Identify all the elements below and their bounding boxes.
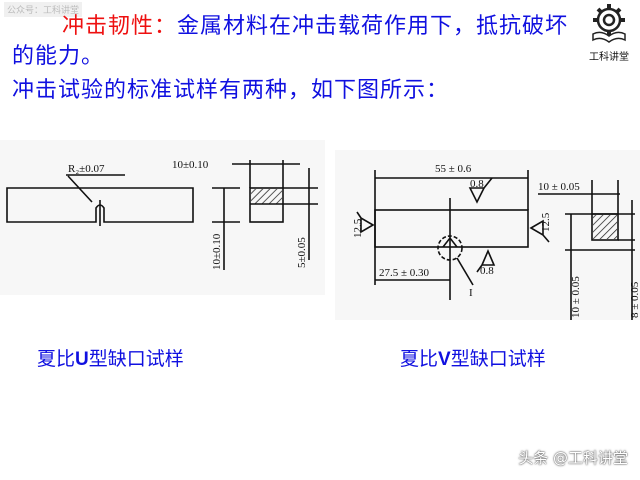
v-width-label: 10 ± 0.05 [538,181,580,193]
caption-suffix: 型缺口试样 [450,348,546,370]
u-radius-label: R₂±0.07 [68,163,105,175]
v-roughness-right: 12.5 [540,212,552,232]
caption-prefix: 夏比 [37,348,76,370]
footer-attribution: 头条 @工科讲堂 [518,449,628,467]
v-notch-position-label: 27.5 ± 0.30 [379,267,430,279]
u-caption: 夏比U型缺口试样 [37,344,184,371]
u-specimen-section [249,187,284,223]
caption-prefix: 夏比 [400,348,439,370]
paragraph-line-1: 冲击韧性：金属材料在冲击载荷作用下，抵抗破坏 [62,8,568,40]
paragraph-line-2: 的能力。 [12,44,105,69]
v-notch-depth-label: 8 ± 0.05 [629,281,640,318]
caption-suffix: 型缺口试样 [88,348,184,370]
hatched-section [251,189,282,204]
u-notch-drawing: R₂±0.07 10±0.10 10±0.10 5±0.05 [0,140,325,295]
hatched-section [593,215,617,239]
term-label: 冲击韧性： [62,14,178,39]
u-width-label: 10±0.10 [172,159,209,171]
v-length-label: 55 ± 0.6 [435,163,472,175]
v-caption: 夏比V型缺口试样 [400,344,546,371]
logo-text: 工科讲堂 [589,52,629,63]
v-roughness-bottom: 0.8 [480,265,494,277]
gear-book-icon [592,4,626,43]
u-height-label: 10±0.10 [211,233,223,270]
paragraph-line-3: 冲击试验的标准试样有两种，如下图所示： [12,78,450,103]
definition-text: 金属材料在冲击载荷作用下，抵抗破坏 [177,14,569,39]
logo: 工科讲堂 [580,2,638,63]
v-roughness-left: 12.5 [352,218,364,238]
v-height-label: 10 ± 0.05 [570,276,582,318]
watermark: 公众号：工科讲堂 [4,2,83,17]
v-detail-label: I [469,287,473,299]
v-roughness-top: 0.8 [470,178,484,190]
caption-letter: U [75,349,89,370]
v-notch-drawing: 55 ± 0.6 0.8 0.8 12.5 12.5 27.5 ± 0.30 I… [335,150,640,320]
u-notch-depth-label: 5±0.05 [296,237,308,268]
v-specimen-side-view [374,209,529,248]
caption-letter: V [438,349,451,370]
